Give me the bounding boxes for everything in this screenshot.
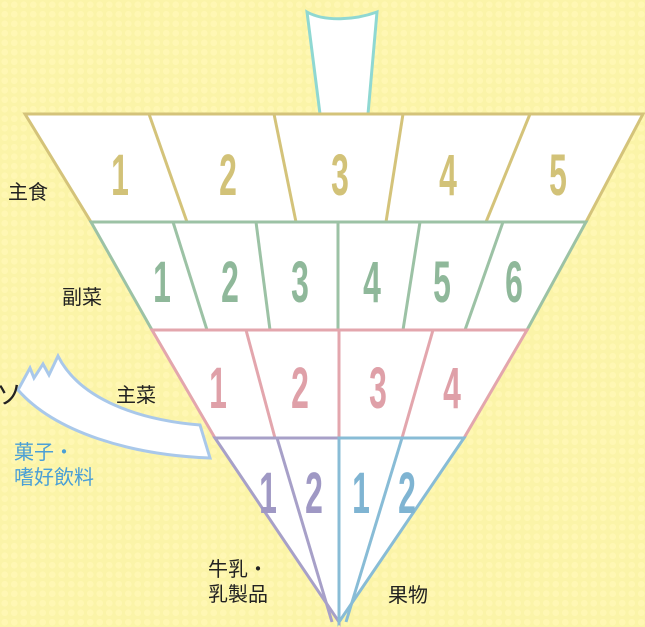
milk-label: 牛乳・ 乳製品: [208, 557, 268, 607]
water-handle: [305, 9, 379, 116]
side-dish-tier: 1 2 3 4 5 6: [88, 220, 589, 332]
side-dish-label: 副菜: [62, 285, 102, 309]
main-dish-tier: 1 2 3 4: [149, 328, 530, 440]
side-dish-portion-5: 5: [433, 250, 451, 314]
side-dish-portion-2: 2: [221, 250, 239, 314]
milk-portion-1: 1: [259, 461, 277, 525]
staple-tier: 1 2 3 4 5: [22, 112, 645, 224]
side-dish-portion-3: 3: [291, 250, 309, 314]
fruit-portion-2: 2: [398, 461, 416, 525]
milk-portion-2: 2: [305, 461, 323, 525]
milk-label-line1: 牛乳・: [208, 557, 268, 581]
fruit-label: 果物: [388, 583, 428, 607]
staple-portion-2: 2: [219, 143, 237, 207]
milk-fruit-tier: 1 2 1 2: [212, 436, 467, 627]
main-dish-portion-1: 1: [209, 356, 227, 420]
snack-ribbon: [16, 352, 213, 460]
side-dish-portion-6: 6: [505, 250, 523, 314]
main-dish-portion-3: 3: [369, 356, 387, 420]
staple-portion-5: 5: [549, 143, 567, 207]
staple-portion-1: 1: [111, 143, 129, 207]
milk-label-line2: 乳製品: [208, 582, 268, 606]
edge-fragment-text: ソ: [0, 381, 23, 411]
snack-label: 菓子・ 嗜好飲料: [14, 440, 94, 490]
fruit-portion-1: 1: [352, 461, 370, 525]
main-dish-portion-4: 4: [443, 356, 461, 420]
staple-portion-3: 3: [331, 143, 349, 207]
main-dish-label: 主菜: [116, 383, 156, 407]
main-dish-portion-2: 2: [291, 356, 309, 420]
staple-label: 主食: [8, 180, 48, 204]
snack-label-line1: 菓子・: [14, 440, 74, 464]
side-dish-portion-1: 1: [153, 250, 171, 314]
staple-portion-4: 4: [439, 143, 457, 207]
side-dish-portion-4: 4: [363, 250, 381, 314]
snack-label-line2: 嗜好飲料: [14, 465, 94, 489]
